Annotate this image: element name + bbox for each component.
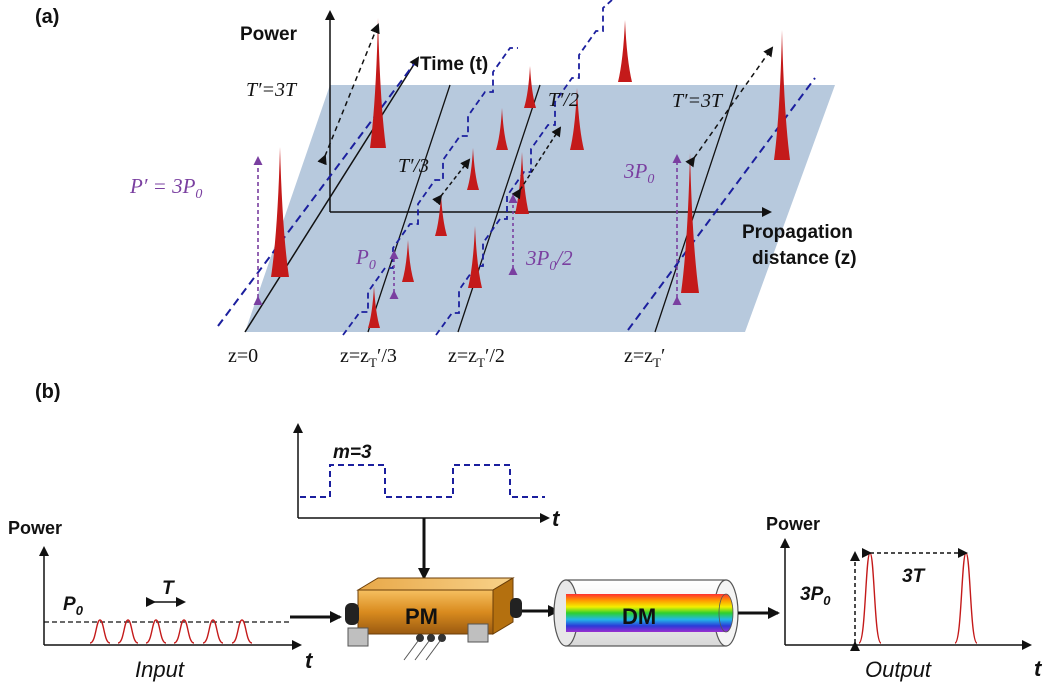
pm-label: PM — [405, 604, 438, 629]
dispersive-medium — [553, 579, 739, 647]
period-right-arrow — [685, 46, 774, 168]
input-pulse-2 — [117, 619, 139, 644]
dashed-path-z0 — [217, 63, 415, 327]
pulse-third-a — [368, 286, 380, 328]
slice-line-third — [367, 84, 451, 333]
input-pulse-3 — [145, 619, 167, 644]
pulse-half-d — [618, 20, 632, 82]
mod-waveform — [300, 464, 545, 498]
phase-modulator — [345, 577, 522, 661]
power-right-label: 3P0 — [623, 159, 654, 187]
input-pulse-6 — [231, 619, 253, 644]
period-half-arrow — [511, 126, 562, 200]
z-third-label: z=zT′/3 — [340, 345, 397, 370]
output-caption: Output — [865, 657, 932, 682]
power-left-label: P′ = 3P0 — [129, 174, 202, 202]
z-full-label: z=zT′ — [624, 345, 665, 370]
input-pulse-4 — [173, 619, 195, 644]
pulse-third-e — [496, 108, 508, 150]
pulse-third-f — [524, 66, 536, 108]
input-p0-label: P0 — [63, 594, 84, 618]
output-power-label: Power — [766, 514, 820, 534]
pulse-half-a — [468, 226, 482, 288]
power-axis-label: Power — [240, 24, 298, 45]
power-p0-label: P0 — [355, 245, 376, 273]
propagation-axis-label-2: distance (z) — [752, 248, 857, 269]
input-power-label: Power — [8, 518, 62, 538]
input-pulse-1 — [89, 619, 111, 644]
pulse-third-b — [402, 240, 414, 282]
input-caption: Input — [135, 657, 185, 682]
propagation-plane — [245, 85, 835, 332]
pulse-full-a — [681, 153, 699, 293]
period-right-label: T′=3T — [672, 90, 724, 112]
mod-label: m=3 — [333, 442, 372, 463]
input-pulses — [89, 619, 253, 644]
output-3t-label: 3T — [902, 566, 926, 587]
pulse-full-b — [774, 30, 790, 160]
pulse-third-c — [435, 194, 447, 236]
input-t-label: t — [305, 648, 314, 673]
period-third-label: T′/3 — [398, 155, 429, 177]
z0-label: z=0 — [228, 345, 258, 367]
time-axis — [244, 56, 420, 333]
period-half-label: T′/2 — [548, 89, 579, 111]
panel-a-tag: (a) — [35, 6, 59, 28]
pulse-z0-a — [271, 147, 289, 277]
propagation-axis-label-1: Propagation — [742, 222, 853, 243]
input-pulse-5 — [202, 619, 224, 644]
dm-label: DM — [622, 604, 656, 629]
pulse-half-c — [570, 88, 584, 150]
slice-line-half — [457, 84, 541, 333]
z-half-label: z=zT′/2 — [448, 345, 505, 370]
mod-t-label: t — [552, 506, 561, 531]
output-3p0-label: 3P0 — [800, 584, 831, 608]
output-pulse-1 — [858, 552, 882, 644]
period-third-arrow — [432, 158, 471, 206]
output-pulse-2 — [954, 552, 978, 644]
power-half-label: 3P0/2 — [525, 246, 573, 274]
time-axis-label: Time (t) — [420, 54, 488, 75]
panel-b-tag: (b) — [35, 381, 61, 403]
period-left-arrow — [317, 23, 380, 166]
output-t-label: t — [1034, 656, 1043, 681]
input-period-label: T — [162, 578, 175, 599]
period-left-label: T′=3T — [246, 79, 298, 101]
